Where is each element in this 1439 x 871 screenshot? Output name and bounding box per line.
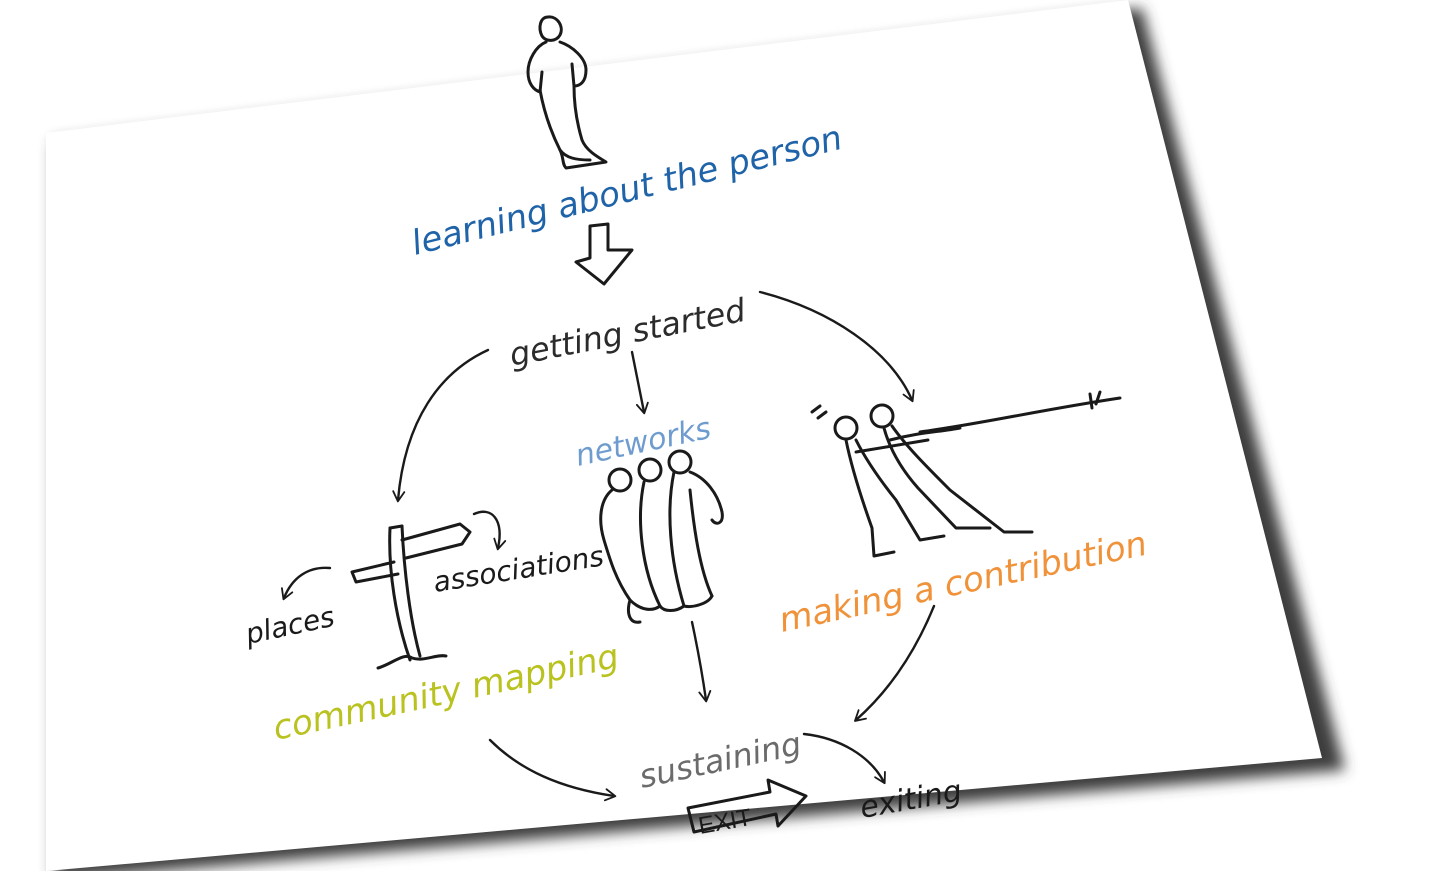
arrow-community-mapping-to-sustaining <box>488 738 617 802</box>
arrow-networks-to-sustaining <box>690 620 712 703</box>
arrow-to-making-contribution <box>758 290 915 403</box>
arrow-to-associations <box>472 510 507 551</box>
arrow-contribution-to-sustaining <box>854 604 936 722</box>
arrow-to-networks <box>630 350 649 415</box>
arrow-to-community-mapping <box>392 348 490 503</box>
arrow-sustaining-to-exiting <box>802 732 886 785</box>
signpost-icon <box>350 522 472 670</box>
group-of-three-people-icon <box>599 449 724 624</box>
standing-person-icon <box>526 15 608 170</box>
tug-of-war-icon <box>810 390 1122 558</box>
card-background <box>46 0 1322 871</box>
down-block-arrow <box>574 222 634 286</box>
arrow-to-places <box>281 566 332 601</box>
